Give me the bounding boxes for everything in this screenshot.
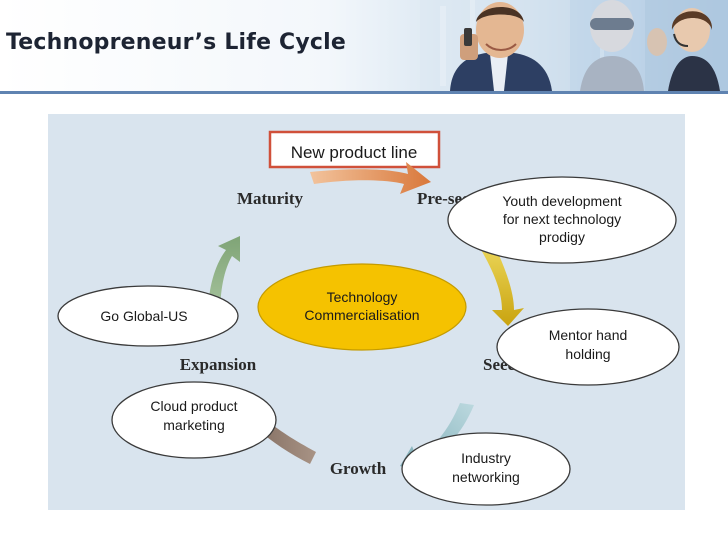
technology-commercialisation-hub: Technology Commercialisation [257,263,467,351]
stage-label-maturity: Maturity [237,189,304,208]
cloud-line1: Cloud product [150,398,237,414]
cloud-line2: marketing [163,417,224,433]
industry-line2: networking [452,469,520,485]
bubble-youth-development: Youth development for next technology pr… [447,176,677,264]
hub-label-line2: Commercialisation [304,307,419,323]
bubble-cloud-product-marketing: Cloud product marketing [111,381,277,459]
industry-line1: Industry [461,450,511,466]
mentor-line2: holding [565,346,610,362]
youth-line1: Youth development [502,193,621,209]
youth-line2: for next technology [503,211,621,227]
slide-title: Technopreneur’s Life Cycle [6,30,347,55]
bubble-mentor-hand-holding: Mentor hand holding [496,308,680,386]
slide-header: Technopreneur’s Life Cycle [0,0,728,96]
headset-woman-figure [645,0,728,91]
arrow-orange-top [310,162,431,194]
stage-label-expansion: Expansion [180,355,257,374]
man-on-phone-figure [420,0,570,91]
stage-label-growth: Growth [330,459,387,478]
mentor-line1: Mentor hand [549,327,628,343]
new-product-line-box: New product line [268,130,441,169]
global-line1: Go Global-US [100,308,187,324]
bubble-industry-networking: Industry networking [401,432,571,506]
arrow-gold-right [480,244,524,326]
youth-line3: prodigy [539,229,585,245]
business-people-photo [420,0,728,91]
new-product-line-label: New product line [291,143,418,162]
woman-figure [570,0,645,91]
bubble-go-global-us: Go Global-US [57,285,239,347]
life-cycle-svg: New product line Technology Commercialis… [48,114,685,510]
hub-label-line1: Technology [327,289,398,305]
header-divider [0,91,728,94]
life-cycle-diagram: New product line Technology Commercialis… [48,114,685,510]
